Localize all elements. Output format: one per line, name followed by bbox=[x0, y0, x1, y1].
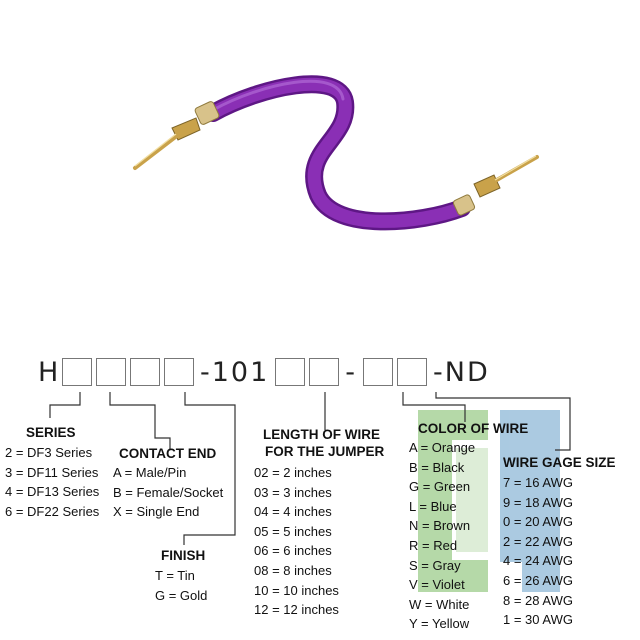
list-item: G = Gold bbox=[155, 587, 208, 603]
finish-list: T = Tin G = Gold bbox=[155, 566, 207, 605]
contact-end-list: A = Male/Pin B = Female/Socket X = Singl… bbox=[113, 463, 223, 522]
list-item: W = White bbox=[409, 596, 470, 612]
leader-lines bbox=[49, 392, 571, 545]
list-item: S = Gray bbox=[409, 557, 461, 573]
list-item: 2 = 22 AWG bbox=[503, 533, 573, 549]
list-item: 4 = 24 AWG bbox=[503, 553, 573, 569]
list-item: 8 = 28 AWG bbox=[503, 592, 573, 608]
list-item: G = Green bbox=[409, 479, 471, 495]
part-seg2: - bbox=[345, 356, 358, 388]
list-item: L = Blue bbox=[409, 498, 457, 514]
list-item: A = Orange bbox=[409, 440, 476, 455]
list-item: B = Female/Socket bbox=[113, 484, 224, 500]
list-item: 03 = 3 inches bbox=[254, 484, 332, 500]
list-item: 3 = DF11 Series bbox=[5, 464, 99, 480]
list-item: A = Male/Pin bbox=[113, 465, 187, 480]
list-item: 04 = 4 inches bbox=[254, 504, 332, 520]
color-list: A = Orange B = Black G = Green L = Blue … bbox=[409, 438, 475, 634]
color-box bbox=[363, 358, 394, 386]
gage-title: WIRE GAGE SIZE bbox=[503, 455, 616, 470]
list-item: 6 = 26 AWG bbox=[503, 572, 573, 588]
right-contact-pin bbox=[452, 155, 539, 216]
left-contact-pin bbox=[133, 101, 220, 170]
watermark-logo bbox=[418, 410, 560, 592]
list-item: 08 = 8 inches bbox=[254, 562, 332, 578]
length-box-1 bbox=[275, 358, 306, 386]
wire-highlight bbox=[206, 77, 469, 228]
list-item: 10 = 10 inches bbox=[254, 582, 339, 598]
part-number: H -101 - -ND bbox=[38, 356, 494, 388]
wire-body bbox=[204, 75, 471, 231]
list-item: 4 = DF13 Series bbox=[5, 484, 100, 500]
list-item: 05 = 5 inches bbox=[254, 523, 332, 539]
list-item: 06 = 6 inches bbox=[254, 543, 332, 559]
series-box bbox=[62, 358, 92, 386]
list-item: Y = Yellow bbox=[409, 616, 470, 632]
list-item: 6 = DF22 Series bbox=[5, 503, 100, 519]
list-item: 02 = 2 inches bbox=[254, 465, 332, 480]
list-item: 9 = 18 AWG bbox=[503, 494, 573, 510]
part-seg1: -101 bbox=[200, 356, 270, 388]
length-list: 02 = 2 inches 03 = 3 inches 04 = 4 inche… bbox=[254, 463, 339, 620]
list-item: R = Red bbox=[409, 537, 458, 553]
color-title: COLOR OF WIRE bbox=[418, 421, 529, 436]
part-seg3: -ND bbox=[433, 356, 490, 388]
list-item: 2 = DF3 Series bbox=[5, 445, 93, 460]
list-item: X = Single End bbox=[113, 504, 200, 520]
list-item: 0 = 20 AWG bbox=[503, 514, 573, 530]
list-item: V = Violet bbox=[409, 577, 465, 593]
contact-end-box-1 bbox=[96, 358, 126, 386]
length-title-line1: LENGTH OF WIRE bbox=[263, 427, 380, 442]
list-item: T = Tin bbox=[155, 568, 195, 583]
length-box-2 bbox=[309, 358, 340, 386]
finish-box bbox=[164, 358, 194, 386]
contact-end-box-2 bbox=[130, 358, 160, 386]
gage-box bbox=[397, 358, 428, 386]
list-item: B = Black bbox=[409, 459, 465, 475]
list-item: N = Brown bbox=[409, 518, 471, 534]
list-item: 7 = 16 AWG bbox=[503, 475, 573, 490]
gage-list: 7 = 16 AWG 9 = 18 AWG 0 = 20 AWG 2 = 22 … bbox=[503, 473, 573, 630]
finish-title: FINISH bbox=[161, 548, 206, 563]
contact-end-title: CONTACT END bbox=[119, 446, 217, 461]
length-title-line2: FOR THE JUMPER bbox=[265, 444, 385, 459]
list-item: 12 = 12 inches bbox=[254, 602, 339, 618]
list-item: 1 = 30 AWG bbox=[503, 612, 573, 628]
series-list: 2 = DF3 Series 3 = DF11 Series 4 = DF13 … bbox=[5, 443, 99, 521]
part-prefix: H bbox=[38, 356, 61, 388]
series-title: SERIES bbox=[26, 425, 76, 440]
